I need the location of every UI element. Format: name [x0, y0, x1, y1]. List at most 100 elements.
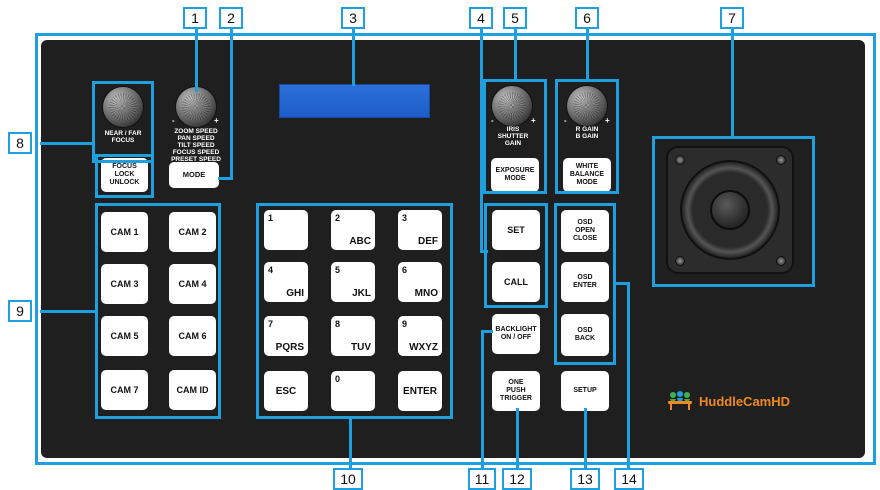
callout-number-7: 7: [720, 7, 744, 29]
keypad-digit: 3: [402, 213, 408, 223]
screw-icon: [776, 256, 786, 266]
callout-number-12: 12: [502, 468, 532, 490]
gain-plus-sign: +: [605, 116, 610, 125]
cam-button-3[interactable]: CAM 3: [101, 264, 148, 304]
callout-box-keypad: [256, 203, 453, 419]
leader-line-1: [195, 28, 198, 92]
cam-button-7[interactable]: CAM 7: [101, 370, 148, 410]
screw-icon: [675, 256, 685, 266]
cam-button-8[interactable]: CAM ID: [169, 370, 216, 410]
leader-line-2-h: [218, 177, 233, 180]
callout-box-set-call: [484, 203, 548, 308]
callout-number-6: 6: [575, 7, 599, 29]
backlight-button[interactable]: BACKLIGHT ON / OFF: [492, 314, 540, 354]
leader-line-4-h: [480, 250, 488, 253]
esc-key[interactable]: ESC: [264, 371, 308, 411]
callout-box-gain: [555, 79, 619, 194]
callout-number-10: 10: [333, 468, 363, 490]
keypad-key-1[interactable]: 1: [264, 210, 308, 250]
leader-line-4: [480, 28, 483, 252]
set-button[interactable]: SET: [492, 210, 540, 250]
callout-number-13: 13: [570, 468, 600, 490]
osd-back-button[interactable]: OSD BACK: [561, 314, 609, 356]
keypad-letters: PQRS: [275, 342, 304, 353]
leader-line-2: [230, 28, 233, 180]
keypad-digit: 1: [268, 213, 274, 223]
keypad-digit: 9: [402, 319, 408, 329]
outer-callout-frame: [35, 33, 876, 465]
callout-number-2: 2: [219, 7, 243, 29]
keypad-digit: 7: [268, 319, 274, 329]
brand-logo-icon: [668, 391, 692, 410]
joystick[interactable]: [710, 190, 750, 230]
callout-number-4: 4: [469, 7, 493, 29]
gain-knob-label: R GAIN B GAIN: [575, 126, 599, 140]
callout-number-14: 14: [614, 468, 644, 490]
focus-knob-label: NEAR / FAR FOCUS: [104, 130, 142, 144]
iris-plus-sign: +: [531, 116, 536, 125]
keypad-letters: MNO: [414, 288, 438, 299]
mode-button[interactable]: MODE: [169, 162, 219, 188]
callout-number-1: 1: [183, 7, 207, 29]
keypad-digit: 4: [268, 265, 274, 275]
cam-button-6[interactable]: CAM 6: [169, 316, 216, 356]
gain-minus-sign: -: [564, 116, 567, 125]
iris-knob-label: IRIS SHUTTER GAIN: [497, 126, 529, 147]
keypad-letters: GHI: [286, 288, 304, 299]
osd-enter-button[interactable]: OSD ENTER: [561, 262, 609, 302]
cam-button-4[interactable]: CAM 4: [169, 264, 216, 304]
keypad-digit: 8: [335, 319, 341, 329]
callout-number-9: 9: [8, 300, 32, 322]
keypad-digit: 2: [335, 213, 341, 223]
keypad-letters: JKL: [352, 288, 371, 299]
speed-knob-label: ZOOM SPEED PAN SPEED TILT SPEED FOCUS SP…: [171, 128, 221, 163]
gain-knob[interactable]: [567, 86, 607, 126]
zero-key[interactable]: 0: [331, 371, 375, 411]
setup-button[interactable]: SETUP: [561, 371, 609, 411]
iris-minus-sign: -: [491, 116, 494, 125]
speed-minus-sign: -: [172, 116, 175, 125]
leader-line-3: [352, 28, 355, 86]
osd-open-close-button[interactable]: OSD OPEN CLOSE: [561, 210, 609, 252]
screw-icon: [675, 155, 685, 165]
enter-key[interactable]: ENTER: [398, 371, 442, 411]
one-push-trigger-button[interactable]: ONE PUSH TRIGGER: [492, 371, 540, 411]
brand-logo: HuddleCamHD: [665, 390, 790, 412]
cam-button-1[interactable]: CAM 1: [101, 212, 148, 252]
leader-line-11: [481, 330, 484, 470]
cam-button-5[interactable]: CAM 5: [101, 316, 148, 356]
focus-knob[interactable]: [103, 87, 143, 127]
iris-knob[interactable]: [492, 86, 532, 126]
callout-box-focus: [92, 81, 154, 163]
leader-line-9: [40, 310, 95, 313]
brand-name: HuddleCamHD: [699, 393, 791, 409]
white-balance-mode-button[interactable]: WHITE BALANCE MODE: [563, 158, 611, 192]
keypad-letters: ABC: [349, 236, 371, 247]
leader-line-14: [627, 282, 630, 470]
callout-number-5: 5: [503, 7, 527, 29]
keypad-letters: DEF: [418, 236, 438, 247]
callout-number-3: 3: [341, 7, 365, 29]
cam-button-2[interactable]: CAM 2: [169, 212, 216, 252]
leader-line-5: [514, 28, 517, 80]
call-button[interactable]: CALL: [492, 262, 540, 302]
speed-plus-sign: +: [214, 116, 219, 125]
callout-box-iris: [483, 79, 547, 194]
leader-line-10: [349, 419, 352, 469]
speed-knob[interactable]: [176, 87, 216, 127]
callout-number-11: 11: [468, 468, 496, 490]
focus-lock-button[interactable]: FOCUS LOCK UNLOCK: [101, 158, 148, 192]
leader-line-13: [584, 408, 587, 470]
callout-box-focus-lock: [95, 154, 154, 198]
callout-number-8: 8: [8, 132, 32, 154]
exposure-mode-button[interactable]: EXPOSURE MODE: [491, 158, 539, 192]
